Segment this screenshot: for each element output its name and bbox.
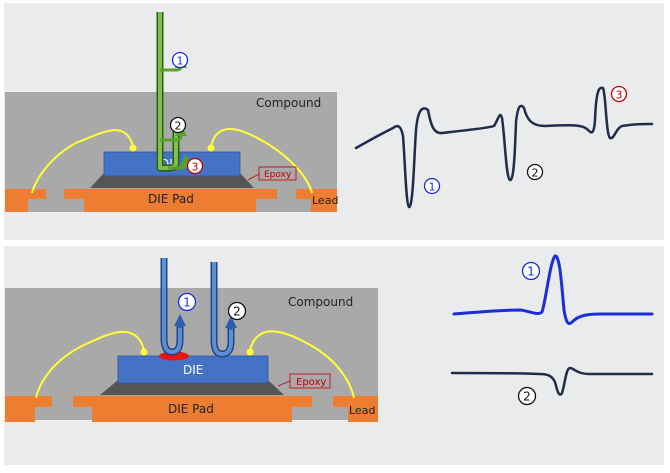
bottom-waveform-group: 1 2 bbox=[450, 254, 654, 406]
svg-text:1: 1 bbox=[527, 265, 535, 279]
svg-text:2: 2 bbox=[233, 305, 241, 319]
top-bond-wire-left bbox=[31, 129, 134, 194]
top-panel: Compound DIE Pad Lead DIE Epoxy bbox=[4, 3, 664, 240]
bottom-waveform-marker-2: 2 bbox=[517, 386, 537, 406]
top-waveform-marker-1: 1 bbox=[423, 177, 441, 195]
bottom-die-label: DIE bbox=[183, 363, 203, 377]
bottom-sound-path-1 bbox=[162, 258, 182, 354]
top-epoxy-callout-box bbox=[258, 166, 297, 181]
top-epoxy-label: Epoxy bbox=[264, 170, 292, 180]
top-epoxy-layer bbox=[90, 173, 254, 188]
top-waveform-marker-3: 3 bbox=[610, 85, 628, 103]
top-right-lead bbox=[296, 189, 337, 212]
bottom-left-lead bbox=[5, 396, 52, 422]
bottom-die-pad bbox=[73, 396, 312, 422]
svg-text:2: 2 bbox=[523, 390, 531, 404]
bottom-waveform-marker-1: 1 bbox=[521, 261, 541, 281]
top-marker-2: 2 bbox=[169, 116, 187, 134]
bottom-bond-wire-left bbox=[35, 331, 145, 399]
top-epoxy-callout-line bbox=[247, 173, 260, 181]
top-package: Compound DIE Pad Lead DIE Epoxy bbox=[5, 12, 338, 212]
top-bond-ball-right bbox=[207, 144, 215, 152]
svg-text:1: 1 bbox=[183, 296, 191, 310]
bottom-waveform-2 bbox=[450, 366, 654, 396]
top-reflection-arrow-2 bbox=[160, 124, 187, 142]
bottom-die-pad-label: DIE Pad bbox=[168, 402, 214, 416]
bottom-waveform-1 bbox=[452, 254, 654, 325]
top-reflection-arrow-3 bbox=[168, 154, 192, 170]
top-bond-wire-right bbox=[210, 128, 313, 194]
top-waveform-group: 1 2 3 bbox=[354, 85, 654, 209]
bottom-package: Compound DIE Pad Lead DIE Epoxy bbox=[5, 258, 378, 422]
bottom-sound-path-2 bbox=[212, 262, 233, 356]
bottom-epoxy-label: Epoxy bbox=[296, 377, 326, 388]
svg-text:2: 2 bbox=[532, 167, 539, 180]
bottom-compound-label: Compound bbox=[288, 295, 353, 309]
bottom-lead-label: Lead bbox=[349, 404, 375, 417]
svg-text:3: 3 bbox=[192, 161, 199, 174]
bottom-marker-2: 2 bbox=[227, 301, 247, 321]
bottom-bond-wire-right bbox=[249, 330, 355, 399]
bottom-epoxy-layer bbox=[100, 380, 284, 395]
top-waveform-marker-2: 2 bbox=[526, 163, 544, 181]
bottom-epoxy-callout-box bbox=[289, 373, 331, 389]
top-lead-label: Lead bbox=[312, 194, 338, 207]
svg-text:1: 1 bbox=[429, 181, 436, 194]
top-left-lead bbox=[5, 189, 46, 212]
bottom-bond-ball-right bbox=[246, 348, 254, 356]
top-die-pad bbox=[64, 189, 277, 212]
bottom-bond-ball-left bbox=[140, 348, 148, 356]
svg-text:2: 2 bbox=[175, 120, 182, 133]
bottom-panel: Compound DIE Pad Lead DIE Epoxy bbox=[4, 246, 664, 465]
svg-text:3: 3 bbox=[616, 89, 623, 102]
bottom-right-lead bbox=[333, 396, 378, 422]
bottom-die bbox=[117, 355, 269, 384]
top-marker-3: 3 bbox=[186, 157, 204, 175]
top-waveform bbox=[354, 86, 654, 209]
bottom-marker-1: 1 bbox=[177, 292, 197, 312]
top-bond-ball-left bbox=[129, 144, 137, 152]
top-compound-label: Compound bbox=[256, 96, 321, 110]
top-die-pad-label: DIE Pad bbox=[148, 192, 194, 206]
svg-text:1: 1 bbox=[177, 55, 184, 68]
top-marker-1: 1 bbox=[171, 51, 189, 69]
bottom-epoxy-callout-line bbox=[277, 380, 291, 387]
